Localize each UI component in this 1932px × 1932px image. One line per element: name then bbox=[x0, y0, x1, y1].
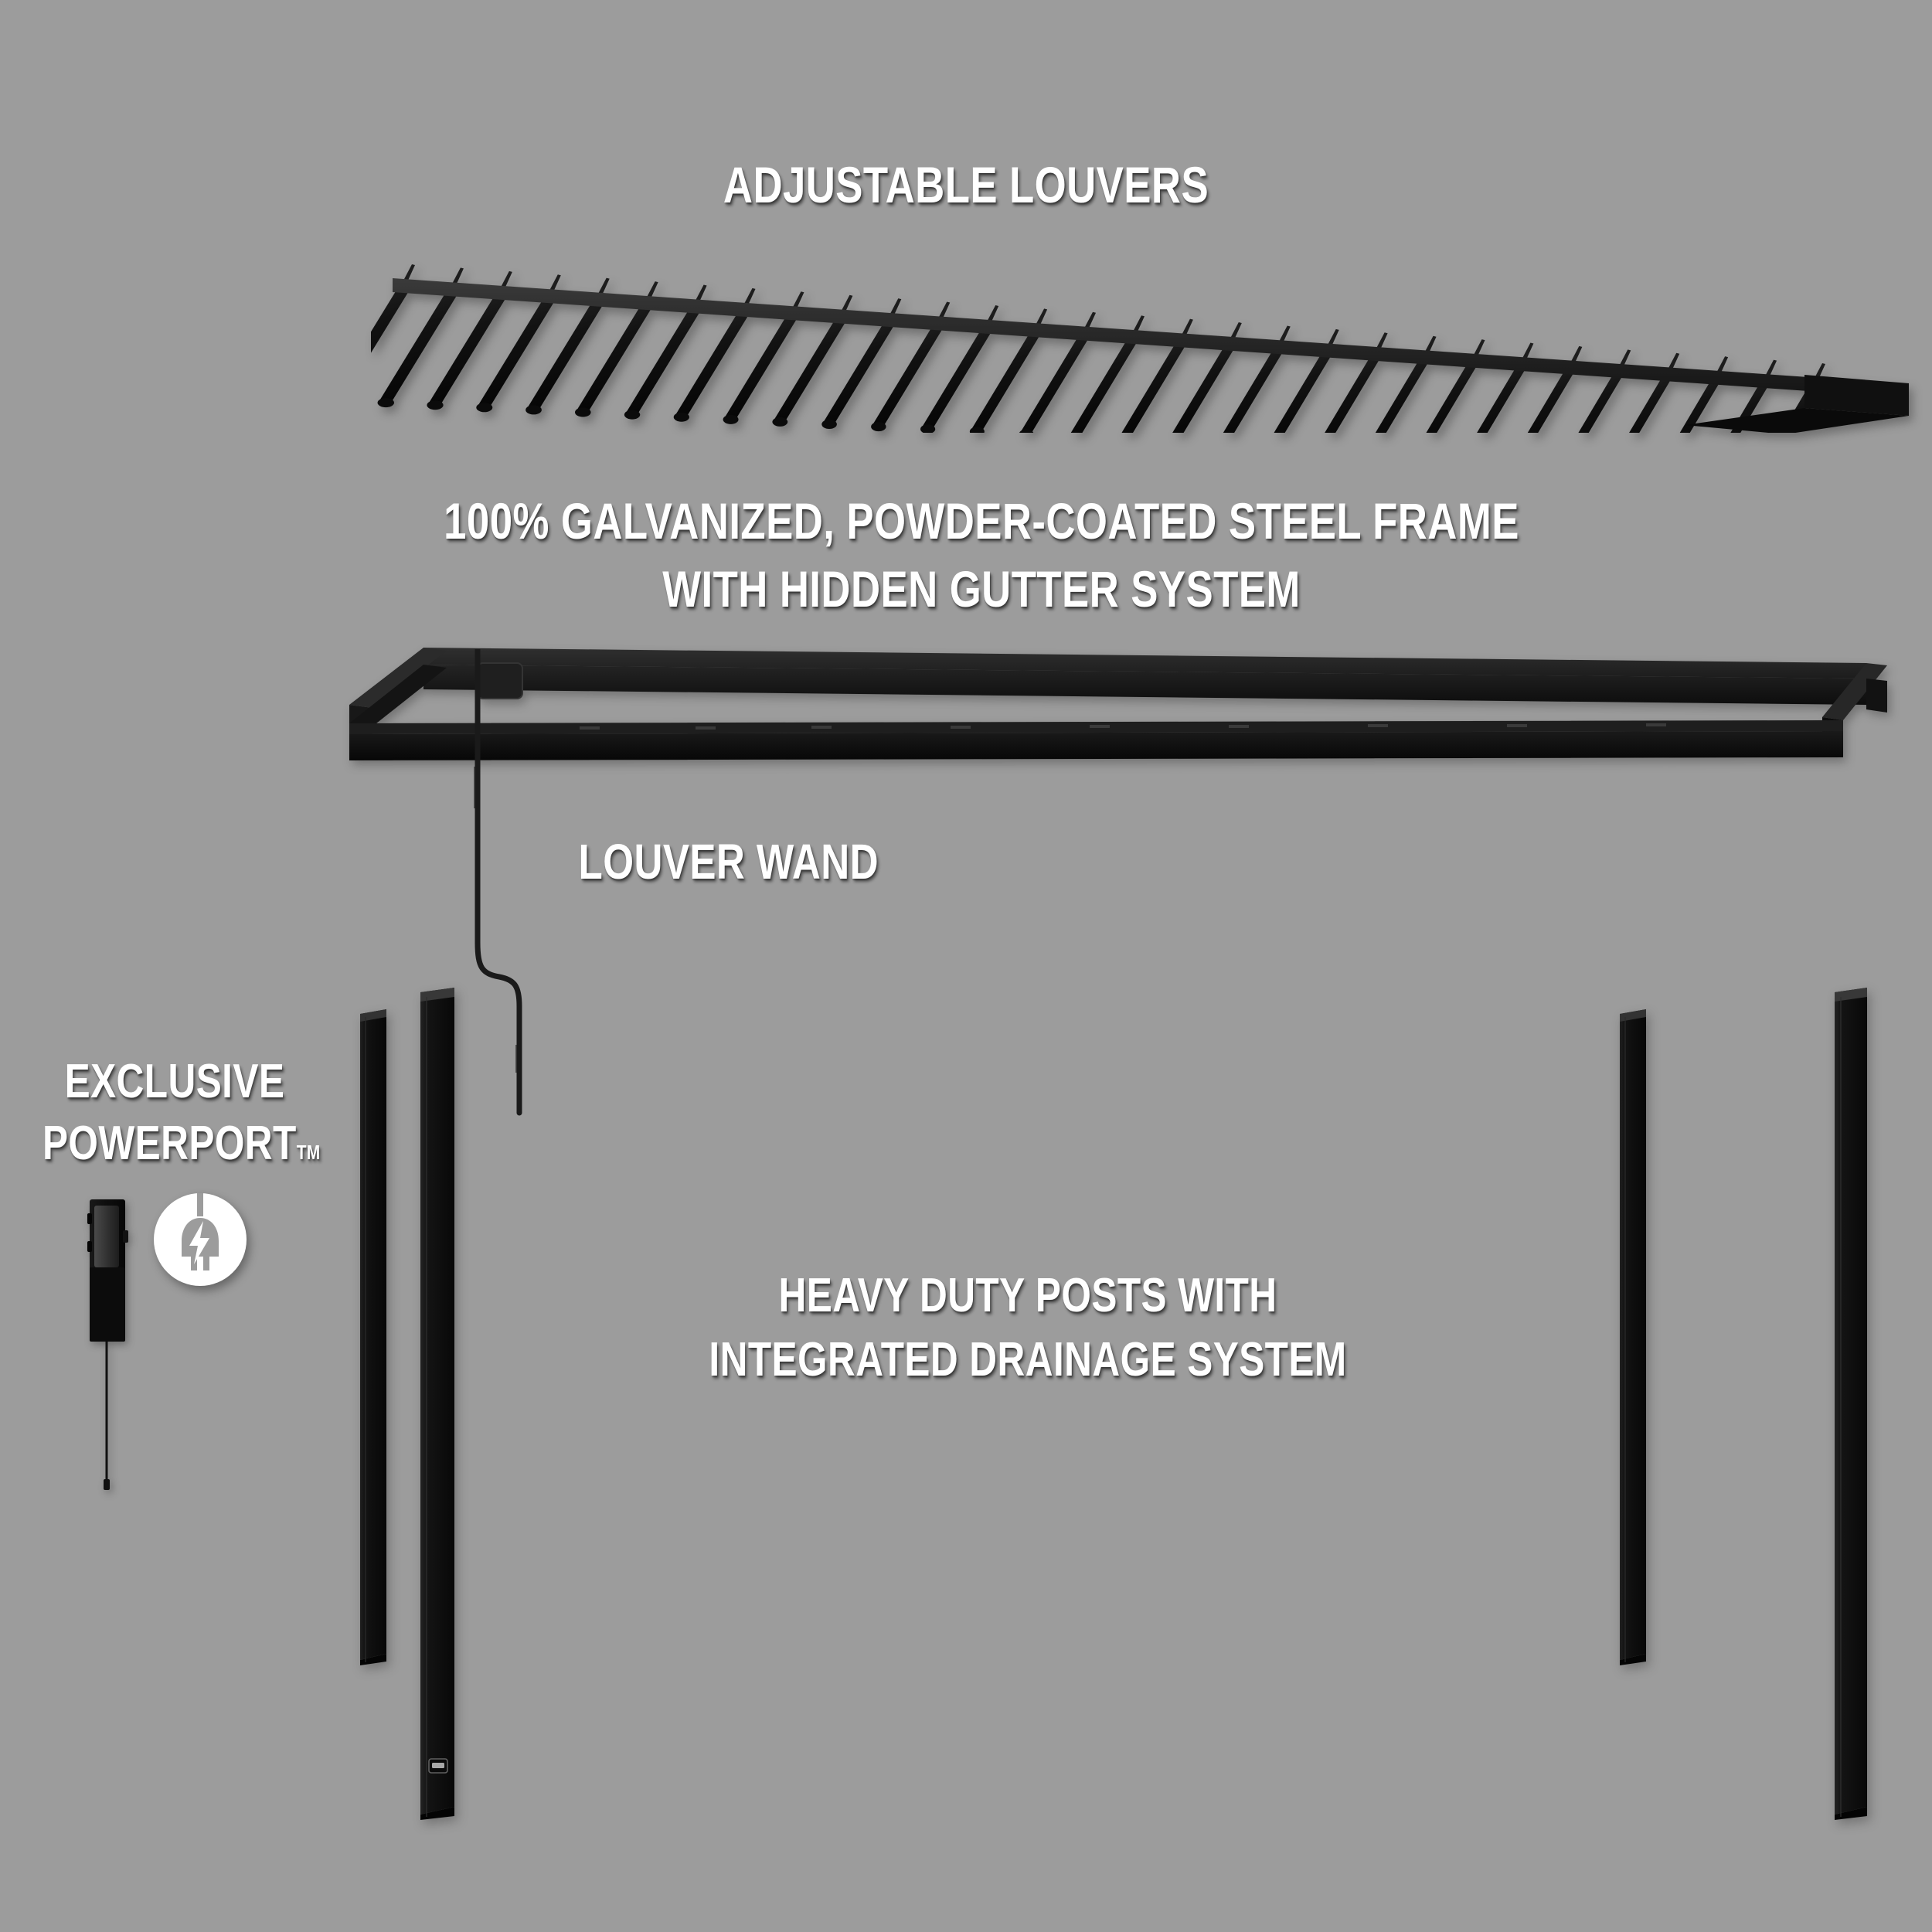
steel-frame-with-gutter bbox=[332, 634, 1932, 788]
label-steel-frame-line1: 100% GALVANIZED, POWDER-COATED STEEL FRA… bbox=[444, 492, 1519, 549]
post-4 bbox=[1832, 981, 1870, 1820]
post-1 bbox=[357, 1005, 389, 1665]
label-posts-line1: HEAVY DUTY POSTS WITH bbox=[778, 1269, 1277, 1322]
label-steel-frame-line2: WITH HIDDEN GUTTER SYSTEM bbox=[662, 560, 1301, 617]
label-adjustable-louvers: ADJUSTABLE LOUVERS bbox=[723, 156, 1209, 213]
powerport-module bbox=[83, 1196, 145, 1498]
label-powerport: POWERPORTTM bbox=[42, 1117, 321, 1170]
post-2-with-powerport-outlet bbox=[417, 981, 457, 1820]
power-plug-icon bbox=[151, 1190, 250, 1289]
label-louver-wand: LOUVER WAND bbox=[578, 834, 879, 889]
post-3 bbox=[1617, 1005, 1649, 1665]
label-posts-line2: INTEGRATED DRAINAGE SYSTEM bbox=[709, 1333, 1347, 1386]
powerport-word: POWERPORT bbox=[42, 1117, 297, 1170]
louver-wand bbox=[464, 649, 634, 1128]
adjustable-louver-assembly bbox=[371, 232, 1924, 433]
label-exclusive: EXCLUSIVE bbox=[64, 1055, 285, 1108]
powerport-trademark: TM bbox=[296, 1141, 321, 1164]
